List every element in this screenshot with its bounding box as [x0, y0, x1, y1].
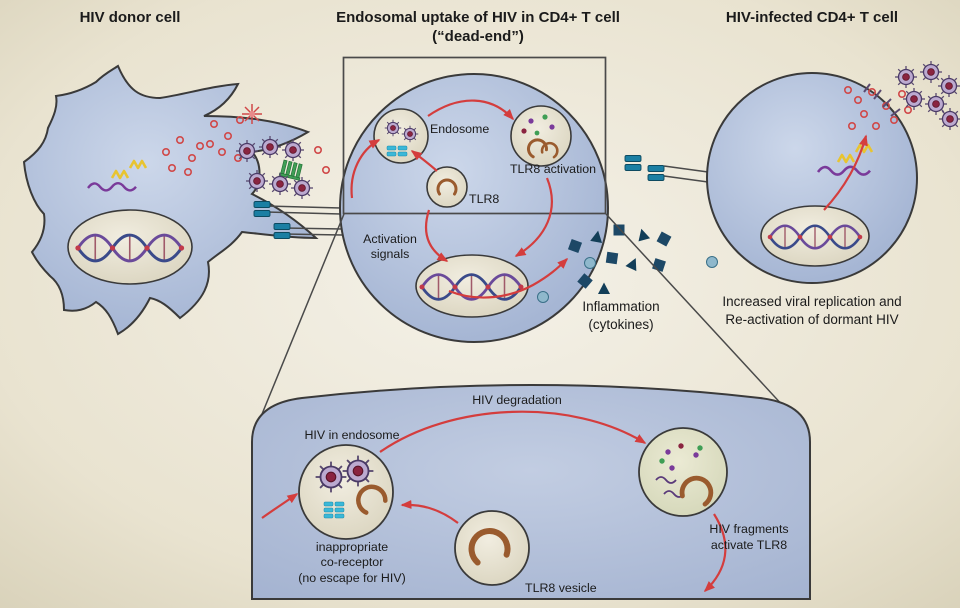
title-center-line2: (“dead-end”): [432, 28, 524, 45]
tlr8-vesicle: [426, 166, 468, 208]
arrow-endosome-to-activation: [427, 99, 515, 121]
center-t-cell: Endosome TLR8 TLR8 activation Activation…: [339, 56, 609, 343]
cell-contact-filaments: [253, 201, 343, 239]
inset-fragments-vesicle: [638, 427, 728, 517]
arrow-activation-to-nucleus: [514, 177, 553, 257]
label-inflammation-2: (cytokines): [588, 317, 653, 332]
inset-panel: HIV in endosome HIV degradation inapprop…: [251, 384, 811, 600]
membrane-budding-spikes: [863, 83, 901, 117]
inset-endosome: [298, 444, 394, 540]
label-hiv-fragments-1: HIV fragments: [709, 522, 788, 536]
label-tlr8-vesicle: TLR8 vesicle: [525, 581, 597, 595]
tlr8-activation-vesicle: [510, 105, 572, 167]
label-inappropriate-2: co-receptor: [321, 555, 384, 569]
virion-icon: [384, 119, 402, 137]
arrow-hiv-degradation: [379, 410, 647, 453]
label-tlr8-activation: TLR8 activation: [510, 162, 596, 176]
label-hiv-in-endosome: HIV in endosome: [304, 428, 399, 442]
label-inappropriate-1: inappropriate: [316, 540, 388, 554]
inset-tlr8-vesicle: [454, 510, 530, 586]
virion-icon: [314, 460, 348, 494]
donor-cell: [22, 64, 331, 336]
arrow-signal-out: [703, 513, 727, 593]
label-inappropriate-3: (no escape for HIV): [298, 571, 405, 585]
label-infected-caption-2: Re-activation of dormant HIV: [725, 312, 898, 327]
label-tlr8: TLR8: [469, 192, 499, 206]
label-inflammation-1: Inflammation: [582, 299, 659, 314]
arrow-inset-entry: [261, 493, 299, 519]
label-infected-caption-1: Increased viral replication and: [722, 294, 901, 309]
virion-icon: [401, 125, 419, 143]
virion-icon: [341, 454, 375, 488]
budding-virion-burst: [242, 104, 262, 124]
zoom-connector-left: [252, 213, 345, 437]
label-hiv-degradation: HIV degradation: [472, 393, 562, 407]
infected-t-cell: [624, 60, 960, 284]
label-activation-signals-2: signals: [371, 247, 410, 261]
label-endosome: Endosome: [430, 122, 489, 136]
title-center-line1: Endosomal uptake of HIV in CD4+ T cell: [336, 9, 620, 26]
arrow-vesicle-to-endosome: [410, 150, 438, 172]
arrow-uptake: [350, 139, 381, 199]
zoom-source-box: [342, 56, 607, 215]
arrow-nucleus-to-cytokines: [448, 257, 569, 299]
arrow-replication: [823, 134, 868, 211]
arrow-signals-to-nucleus: [424, 209, 449, 262]
label-hiv-fragments-2: activate TLR8: [711, 538, 787, 552]
label-activation-signals-1: Activation: [363, 232, 417, 246]
degraded-fragments: [521, 114, 555, 136]
title-donor-cell: HIV donor cell: [80, 9, 181, 26]
arrow-vesicle-joins-endosome: [400, 499, 459, 524]
title-infected-cell: HIV-infected CD4+ T cell: [726, 9, 898, 26]
zoom-connector-right: [605, 213, 810, 435]
